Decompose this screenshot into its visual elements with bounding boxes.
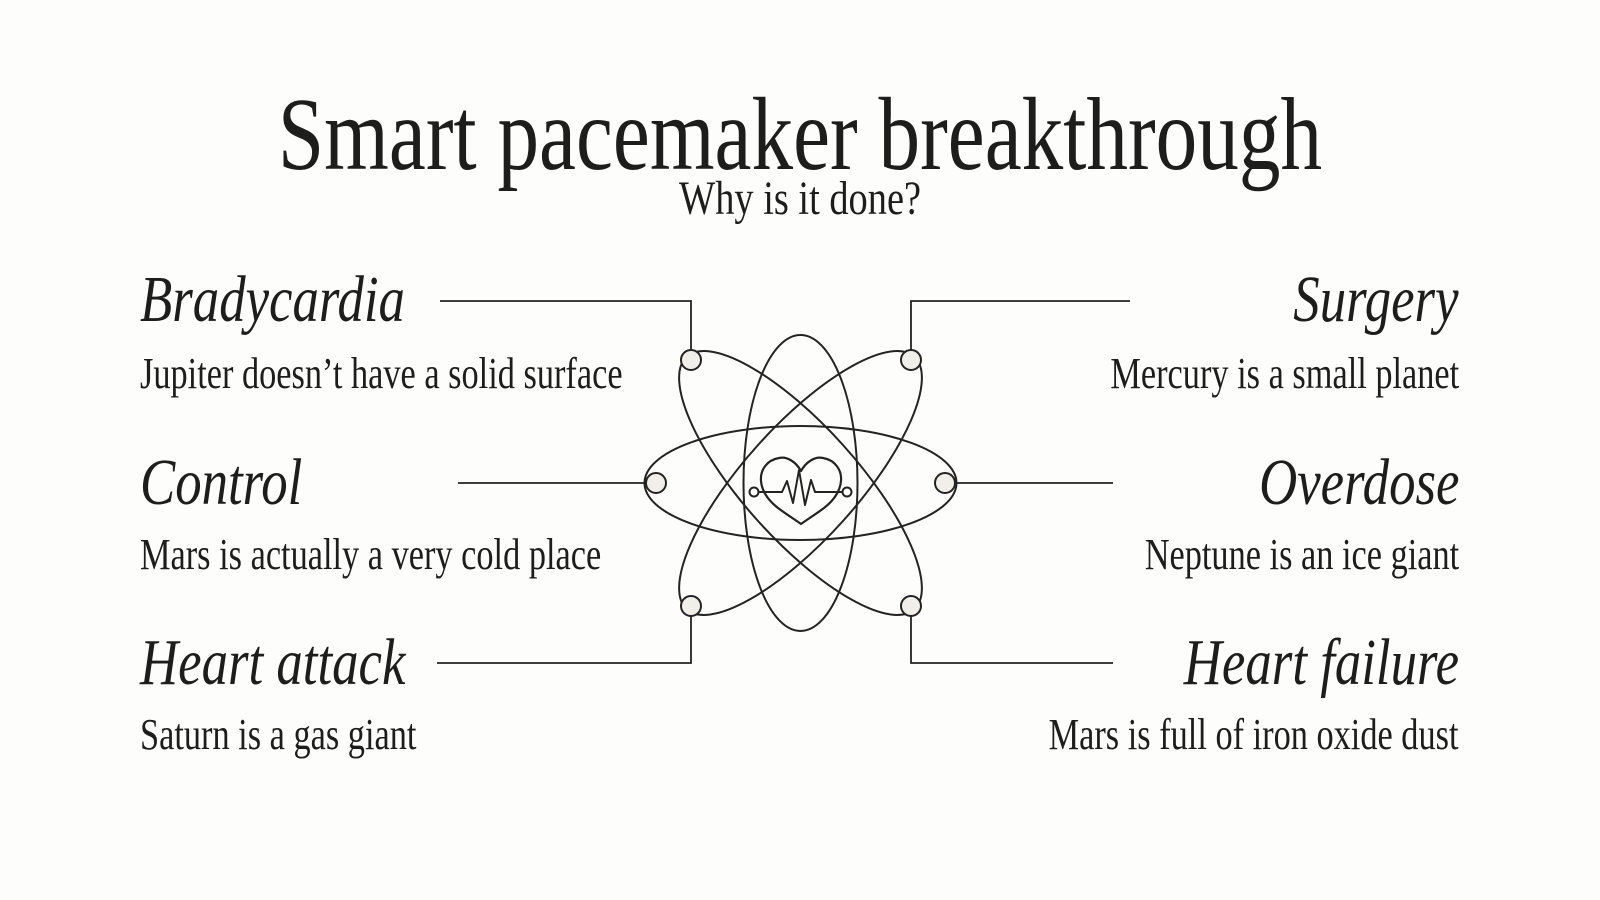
item-label: Surgery xyxy=(1293,263,1459,336)
item-heart-failure-description: Mars is full of iron oxide dust xyxy=(933,713,1459,757)
item-bradycardia-description: Jupiter doesn’t have a solid surface xyxy=(140,352,759,396)
page-subtitle: Why is it done? xyxy=(678,172,922,225)
electron-node xyxy=(680,595,702,617)
item-description: Mars is full of iron oxide dust xyxy=(1049,710,1459,759)
orbit-ellipse-horizontal xyxy=(643,425,958,541)
item-surgery-label: Surgery xyxy=(1252,267,1459,333)
heart-outline xyxy=(759,456,843,526)
item-overdose-label: Overdose xyxy=(1209,450,1459,516)
item-label: Overdose xyxy=(1258,446,1459,519)
item-control-description: Mars is actually a very cold place xyxy=(140,533,731,577)
electron-node xyxy=(645,472,667,494)
item-label: Heart attack xyxy=(140,626,406,699)
electron-node xyxy=(900,595,922,617)
connector-line xyxy=(440,300,692,360)
item-heart-failure-label: Heart failure xyxy=(1115,630,1459,696)
item-description: Mercury is a small planet xyxy=(1110,349,1459,398)
item-bradycardia-label: Bradycardia xyxy=(140,267,471,333)
connector-line xyxy=(910,300,1130,360)
connector-lines xyxy=(437,300,1130,664)
item-label: Bradycardia xyxy=(140,263,405,336)
connector-line xyxy=(437,606,692,664)
electron-node xyxy=(680,349,702,371)
orbit-ellipse-vertical xyxy=(742,334,859,632)
item-description: Saturn is a gas giant xyxy=(140,710,417,759)
ecg-pulse-line xyxy=(757,469,844,506)
item-description: Jupiter doesn’t have a solid surface xyxy=(140,349,623,398)
item-label: Heart failure xyxy=(1183,626,1459,699)
page-title: Smart pacemaker breakthrough xyxy=(277,77,1323,192)
item-label: Control xyxy=(140,446,303,519)
connector-line xyxy=(910,606,1113,664)
item-control-label: Control xyxy=(140,450,343,516)
heart-ecg-icon xyxy=(748,456,853,526)
ecg-endpoint-right xyxy=(841,486,853,498)
item-description: Neptune is an ice giant xyxy=(1144,530,1459,579)
ecg-endpoint-left xyxy=(748,486,760,498)
electron-node xyxy=(934,472,956,494)
item-heart-attack-label: Heart attack xyxy=(140,630,472,696)
electron-node xyxy=(900,349,922,371)
item-heart-attack-description: Saturn is a gas giant xyxy=(140,713,494,757)
item-overdose-description: Neptune is an ice giant xyxy=(1056,533,1459,577)
item-description: Mars is actually a very cold place xyxy=(140,530,602,579)
item-surgery-description: Mercury is a small planet xyxy=(1012,352,1459,396)
electron-nodes xyxy=(645,349,956,617)
